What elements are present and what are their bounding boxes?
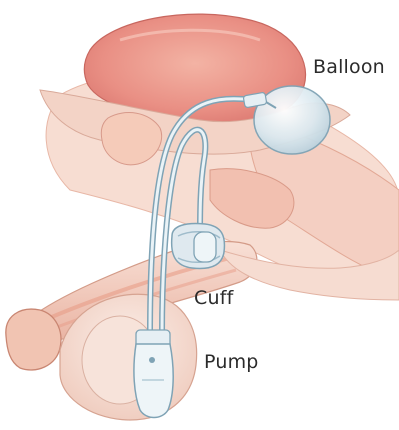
pump-label: Pump (204, 351, 259, 373)
pump-device (134, 330, 173, 418)
cuff-label: Cuff (194, 287, 234, 309)
cuff-device (172, 224, 225, 269)
glans (6, 309, 61, 370)
balloon-label: Balloon (313, 56, 385, 78)
